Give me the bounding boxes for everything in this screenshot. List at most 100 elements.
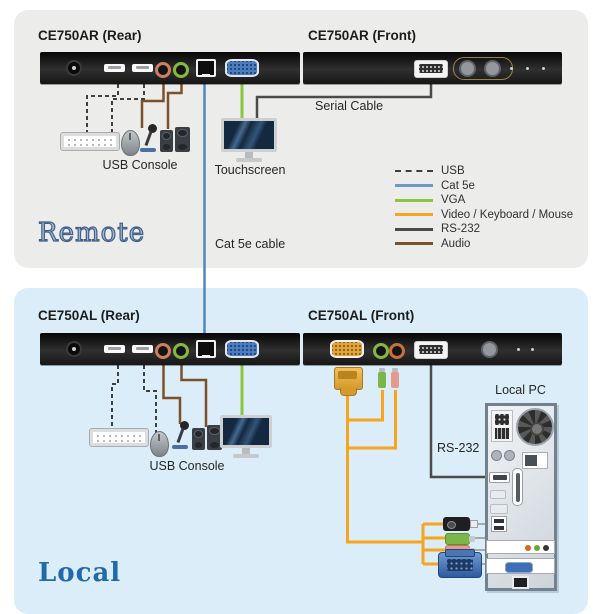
usb-plug-icon — [443, 517, 478, 531]
audio-jack-dot-green — [534, 545, 540, 551]
local-section-title: Local — [38, 558, 122, 588]
rj45-port — [196, 59, 216, 77]
kvm-vga-connector-icon — [334, 367, 363, 396]
serial-port — [414, 341, 448, 359]
power-socket-icon — [491, 410, 513, 442]
local-pc-tower — [485, 403, 557, 591]
kvm-cable-pink-branch — [349, 390, 397, 450]
audio-plug-green-icon — [378, 368, 386, 388]
rs232-label: RS-232 — [437, 441, 480, 455]
legend-row-vga: VGA — [395, 193, 573, 208]
pc-vga-bracket — [486, 558, 555, 574]
led-dot-1 — [517, 348, 520, 351]
speakers-icon — [192, 425, 222, 450]
local-front-title: CE750AL (Front) — [308, 308, 415, 323]
audio-cable-mic-local — [162, 365, 182, 424]
usb-port-2 — [132, 345, 153, 353]
vga-port — [225, 59, 259, 77]
serial-cable — [255, 84, 433, 123]
speakers-icon — [160, 127, 190, 152]
led-dot-2 — [526, 67, 529, 70]
usb-cable-keyboard-remote — [86, 84, 119, 132]
remote-rear-title: CE750AR (Rear) — [38, 28, 142, 43]
kvm-vga-port — [330, 340, 364, 358]
cat5e-cable-label: Cat 5e cable — [215, 237, 286, 251]
vkm-line-swatch — [395, 213, 433, 217]
remote-front-panel — [303, 52, 562, 84]
fan-icon — [516, 408, 554, 446]
keyboard-icon — [60, 132, 120, 151]
audio-plug-pink-icon — [391, 368, 399, 388]
pc-serial-port — [489, 472, 510, 483]
serial-cable-label: Serial Cable — [315, 99, 384, 113]
adjust-knob-2 — [484, 60, 501, 77]
legend-label-rs232: RS-232 — [441, 223, 480, 236]
keyboard-icon — [89, 428, 149, 447]
legend-row-vkm: Video / Keyboard / Mouse — [395, 208, 573, 223]
usb-cable-mouse-remote — [111, 84, 145, 134]
audio-line-swatch — [395, 242, 433, 246]
audio-cable-speakers-local — [180, 365, 208, 427]
remote-front-title: CE750AR (Front) — [308, 28, 417, 43]
local-pc-label: Local PC — [495, 383, 546, 397]
led-dot-1 — [510, 67, 513, 70]
legend-row-cat5e: Cat 5e — [395, 179, 573, 194]
microphone-icon — [171, 421, 191, 449]
expansion-port-icon-2 — [490, 504, 508, 514]
mic-jack — [155, 343, 171, 359]
local-rear-panel — [40, 333, 300, 365]
vga-plug-blue-icon — [438, 549, 482, 578]
expansion-port-icon-1 — [490, 490, 506, 499]
local-front-panel — [303, 333, 562, 365]
usb-cable-keyboard-local — [111, 365, 119, 428]
touchscreen-label: Touchscreen — [214, 163, 286, 177]
usb-port-1 — [104, 64, 125, 72]
usb-console-label-local: USB Console — [149, 459, 225, 473]
cat5e-line-swatch — [395, 184, 433, 188]
audio-plug-green-end-icon — [445, 533, 475, 545]
usb-cable-mouse-local — [143, 365, 157, 433]
ps2-port-icon-2 — [504, 450, 515, 461]
power-jack — [66, 341, 82, 357]
speaker-jack — [173, 62, 189, 78]
legend-row-rs232: RS-232 — [395, 222, 573, 237]
usb-console-label-remote: USB Console — [102, 158, 178, 172]
legend-row-audio: Audio — [395, 237, 573, 252]
local-rear-title: CE750AL (Rear) — [38, 308, 140, 323]
audio-jack-dot-orange — [525, 545, 531, 551]
serial-port — [414, 60, 448, 78]
legend-label-audio: Audio — [441, 237, 471, 250]
pc-vga-port — [505, 562, 533, 573]
usb-line-swatch — [395, 170, 433, 173]
power-switch-icon — [522, 452, 548, 469]
mouse-icon — [121, 130, 140, 156]
legend-row-usb: USB — [395, 164, 573, 179]
usb-port-1 — [104, 345, 125, 353]
usb-port-2 — [132, 64, 153, 72]
parallel-port-icon — [512, 468, 523, 506]
vga-line-swatch — [395, 198, 433, 202]
monitor-icon — [220, 415, 272, 458]
audio-cable-mic-remote — [140, 84, 165, 128]
ps2-port-icon-1 — [491, 450, 502, 461]
legend-label-cat5e: Cat 5e — [441, 179, 475, 192]
rs232-line-swatch — [395, 227, 433, 231]
power-jack — [66, 60, 82, 76]
pc-usb-ports — [491, 516, 507, 532]
speaker-jack — [173, 343, 189, 359]
mic-jack — [155, 62, 171, 78]
led-dot-2 — [531, 348, 534, 351]
rs232-cable — [429, 365, 490, 479]
legend-label-usb: USB — [441, 165, 465, 178]
kvm-cable-green-branch — [349, 390, 384, 422]
led-dot-3 — [542, 67, 545, 70]
mouse-icon — [150, 431, 169, 457]
remote-section-title: Remote — [37, 217, 146, 248]
pc-audio-jacks — [486, 540, 555, 554]
legend-label-vkm: Video / Keyboard / Mouse — [441, 208, 574, 221]
audio-out-jack — [373, 343, 389, 359]
audio-cable-speakers-remote — [166, 84, 183, 129]
touchscreen-icon — [221, 118, 277, 162]
